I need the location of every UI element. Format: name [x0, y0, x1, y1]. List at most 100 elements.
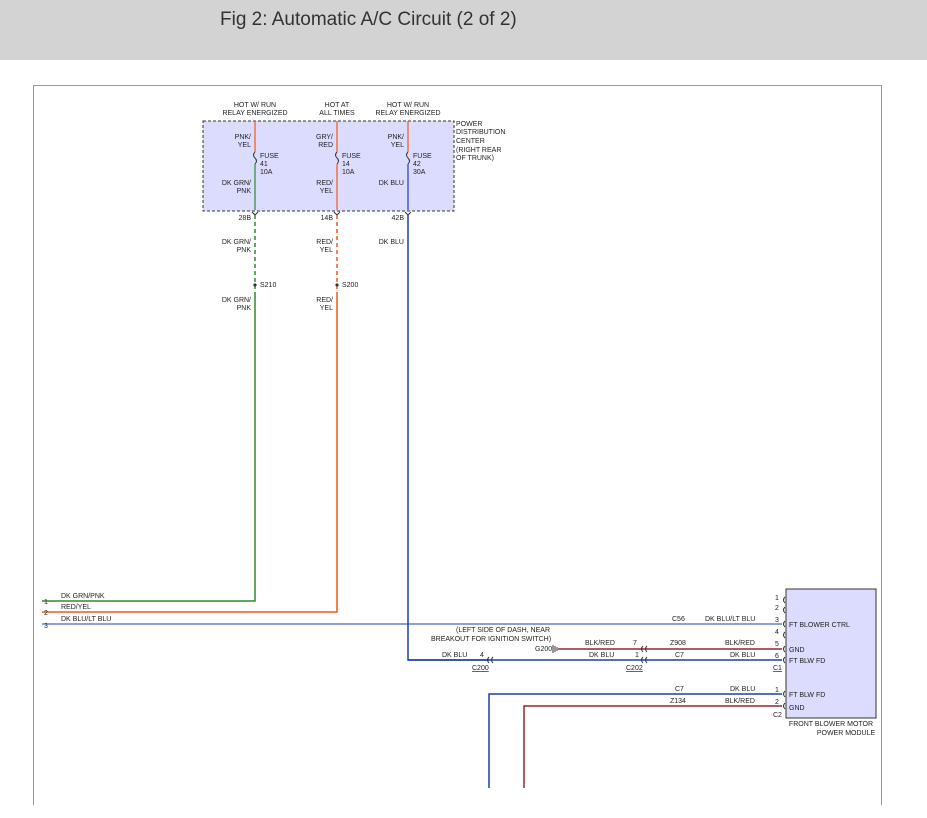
col2-wire-in-1: GRY/ — [316, 134, 333, 141]
col3-terminal: 42B — [392, 215, 405, 222]
col3-wire-in-2: YEL — [391, 142, 404, 149]
col3-fuse-1: FUSE — [413, 153, 432, 160]
c200-label: C200 — [472, 665, 489, 672]
pdc-title-2: DISTRIBUTION — [456, 129, 505, 136]
w1-bot-1: DK GRN/ — [222, 297, 251, 304]
col2-fuse-1: FUSE — [342, 153, 361, 160]
col1-connector-icon — [251, 211, 259, 216]
diagram-frame — [33, 85, 882, 805]
left-pin-3-label: DK BLU/LT BLU — [61, 616, 111, 623]
dk-blu-1: DK BLU — [442, 652, 467, 659]
w3-top: DK BLU — [379, 239, 404, 246]
page-title: Fig 2: Automatic A/C Circuit (2 of 2) — [220, 9, 517, 30]
note-line-2: BREAKOUT FOR IGNITION SWITCH) — [431, 636, 551, 643]
col2-wire-in-2: RED — [318, 142, 333, 149]
c1-pin-6: 6 — [775, 653, 779, 660]
pin-1: 1 — [635, 652, 639, 659]
col1-hot-1: HOT W/ RUN — [234, 102, 276, 109]
dk-blu-4: DK BLU — [730, 686, 755, 693]
wire-blk-red-c2 — [523, 705, 782, 788]
wire-2 — [42, 292, 338, 613]
pdc-title-4: (RIGHT REAR — [456, 147, 501, 154]
col2-terminal: 14B — [321, 215, 334, 222]
connector-c2-icon — [783, 690, 786, 710]
c1-pin-5: 5 — [775, 641, 779, 648]
pdc-title-1: POWER — [456, 121, 482, 128]
w2-bot-2: YEL — [320, 305, 333, 312]
c1-pin-2: 2 — [775, 605, 779, 612]
col2-connector-icon — [333, 211, 341, 216]
c1-label-ft-blw-fd: FT BLW FD — [789, 658, 825, 665]
col1-fuse-3: 10A — [260, 169, 273, 176]
left-pin-1-label: DK GRN/PNK — [61, 593, 105, 600]
w1-bot-2: PNK — [237, 305, 252, 312]
fuse-14-icon — [335, 151, 339, 165]
left-pin-3: 3 — [44, 623, 48, 630]
pin-4: 4 — [480, 652, 484, 659]
col1-wire-in-1: PNK/ — [235, 134, 251, 141]
splice-s200-icon — [335, 283, 339, 287]
fuse-42-icon — [406, 151, 410, 165]
col2-wire-out-1: RED/ — [316, 180, 333, 187]
splice-s210-icon — [253, 283, 257, 287]
c1-label-ft-blower-ctrl: FT BLOWER CTRL — [789, 622, 850, 629]
w1-top-1: DK GRN/ — [222, 239, 251, 246]
col2-hot-2: ALL TIMES — [319, 110, 355, 117]
fuse-41-icon — [253, 151, 257, 165]
blk-red-2: BLK/RED — [725, 640, 755, 647]
col3-hot-2: RELAY ENERGIZED — [375, 110, 440, 117]
c2-pin-2: 2 — [775, 699, 779, 706]
z134-label: Z134 — [670, 698, 686, 705]
connector-c200-icon — [487, 656, 494, 664]
col2-fuse-3: 10A — [342, 169, 355, 176]
c2-label-ft-blw-fd: FT BLW FD — [789, 692, 825, 699]
w2-top-1: RED/ — [316, 239, 333, 246]
c2-label: C2 — [773, 712, 782, 719]
connector-c202-top-icon — [641, 645, 648, 653]
power-distribution-center — [202, 120, 455, 212]
col3-fuse-3: 30A — [413, 169, 426, 176]
w2-top-2: YEL — [320, 247, 333, 254]
col2-fuse-2: 14 — [342, 161, 350, 168]
blk-red-3: BLK/RED — [725, 698, 755, 705]
left-pin-2: 2 — [44, 610, 48, 617]
note-line-1: (LEFT SIDE OF DASH, NEAR — [456, 627, 550, 634]
blk-red-1: BLK/RED — [585, 640, 615, 647]
c7a-label: C7 — [675, 652, 684, 659]
col2-wire-out-2: YEL — [320, 188, 333, 195]
splice-s200: S200 — [342, 282, 358, 289]
pdc-title-5: OF TRUNK) — [456, 155, 494, 162]
page-header: Fig 2: Automatic A/C Circuit (2 of 2) — [0, 0, 927, 60]
c2-pin-1: 1 — [775, 687, 779, 694]
g200-label: G200 — [535, 646, 552, 653]
c1-label-gnd: GND — [789, 647, 805, 654]
col1-hot-2: RELAY ENERGIZED — [222, 110, 287, 117]
wire-dk-blu-c2 — [488, 693, 782, 788]
ground-g200-icon — [552, 645, 558, 653]
col2-hot-1: HOT AT — [325, 102, 350, 109]
left-pin-2-label: RED/YEL — [61, 604, 91, 611]
connector-c202-icon — [641, 656, 648, 664]
front-blower-motor-power-module — [785, 588, 877, 719]
col3-hot-1: HOT W/ RUN — [387, 102, 429, 109]
c56-label: C56 — [672, 616, 685, 623]
col1-wire-out-2: PNK — [237, 188, 252, 195]
dk-blu-2: DK BLU — [589, 652, 614, 659]
col1-wire-out-1: DK GRN/ — [222, 180, 251, 187]
pdc-title-3: CENTER — [456, 138, 485, 145]
splice-s210: S210 — [260, 282, 276, 289]
left-pin-1: 1 — [44, 599, 48, 606]
c202-label: C202 — [626, 665, 643, 672]
col3-fuse-2: 42 — [413, 161, 421, 168]
module-title-2: POWER MODULE — [817, 730, 876, 737]
wire-3 — [407, 215, 489, 661]
col3-wire-out-1: DK BLU — [379, 180, 404, 187]
module-title-1: FRONT BLOWER MOTOR — [789, 721, 873, 728]
connector-c1-icon — [783, 596, 786, 664]
c2-label-gnd: GND — [789, 705, 805, 712]
col1-wire-in-2: YEL — [238, 142, 251, 149]
col3-wire-in-1: PNK/ — [388, 134, 404, 141]
col1-fuse-2: 41 — [260, 161, 268, 168]
pin-7: 7 — [633, 640, 637, 647]
